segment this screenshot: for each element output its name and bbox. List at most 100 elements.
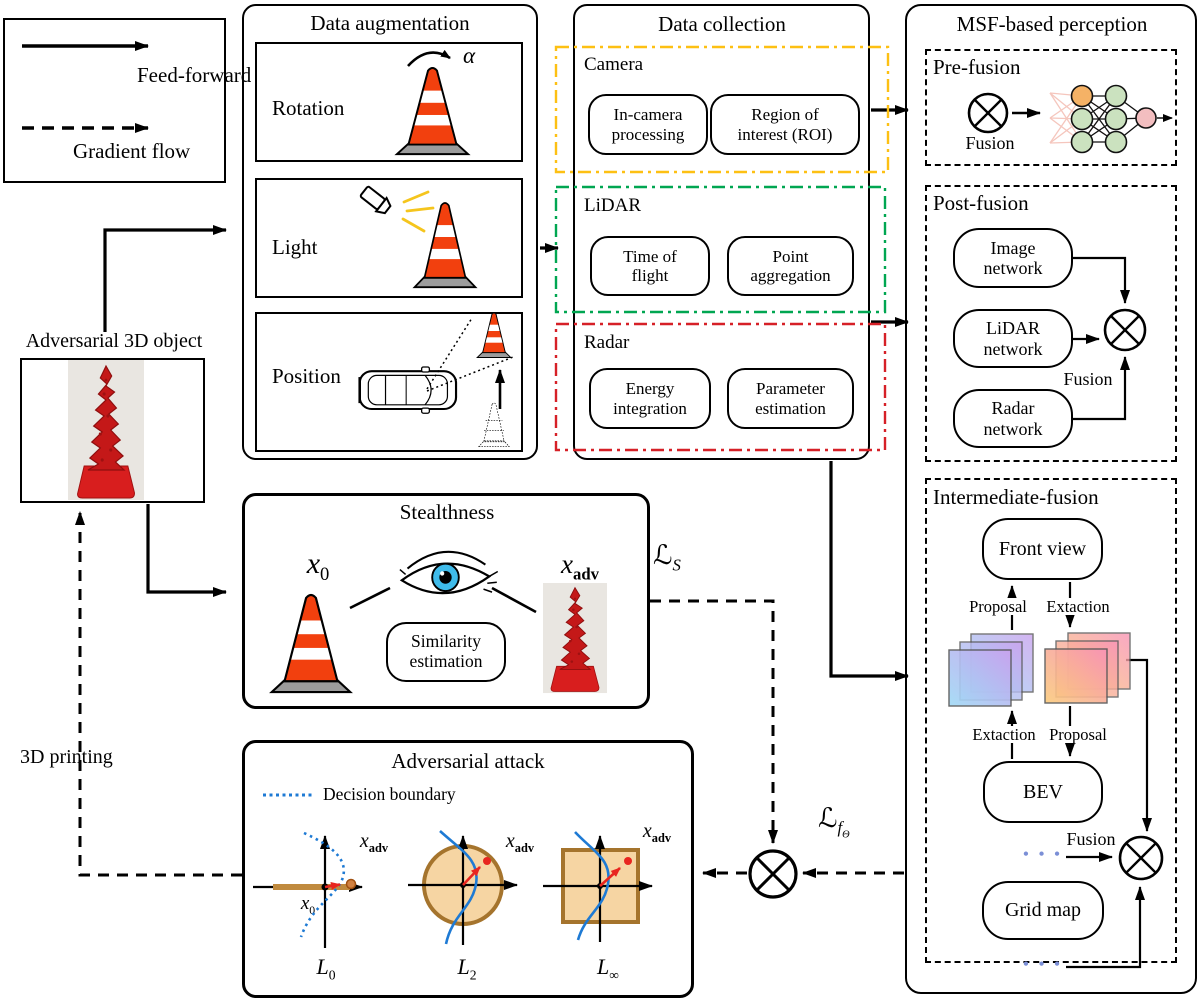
l0-l: L	[316, 954, 329, 979]
ellipsis-dots-1: • • •	[1023, 846, 1063, 863]
intermediate-fusion-box	[925, 478, 1177, 963]
pre-fusion-label: Pre-fusion	[933, 55, 1021, 79]
energy-integration-pill: Energy integration	[589, 368, 711, 429]
in-camera-processing-text: In-camera processing	[611, 105, 685, 144]
legend-feed-forward-label: Feed-forward	[137, 63, 252, 87]
data-augmentation-panel	[242, 4, 538, 460]
data-collection-title: Data collection	[658, 12, 786, 36]
x0-sub: 0	[320, 564, 330, 585]
parameter-estimation-text: Parameter estimation	[755, 379, 826, 418]
l0-sub: 0	[328, 967, 336, 983]
adversarial-object-box	[20, 358, 205, 503]
legend-box	[3, 18, 226, 183]
lidar-label: LiDAR	[584, 195, 641, 216]
x0-label-l0: x0	[301, 894, 315, 917]
radar-label: Radar	[584, 332, 630, 353]
l0-norm-label: L0	[316, 955, 335, 983]
loss-f-script: ℒ	[818, 803, 838, 833]
loss-f-sub: f	[837, 818, 843, 838]
adversarial-attack-panel	[242, 740, 694, 998]
rotation-box	[255, 42, 523, 162]
energy-integration-text: Energy integration	[613, 379, 687, 418]
post-fusion-fusion-label: Fusion	[1063, 369, 1113, 389]
connector-object-to-stealthness	[146, 504, 227, 597]
ellipsis-dots-2: • • •	[1023, 956, 1063, 973]
xadv-x: x	[560, 549, 573, 579]
parameter-estimation-pill: Parameter estimation	[727, 368, 854, 429]
light-label: Light	[272, 235, 318, 259]
loss-fusion-operator-icon	[748, 849, 798, 899]
bev-text: BEV	[1023, 780, 1063, 803]
l2-sub: 2	[469, 967, 477, 983]
xadv-label-l2: xadv	[506, 831, 534, 855]
extaction-label-bottom: Extaction	[970, 725, 1038, 744]
xadv-l2-sub: adv	[514, 841, 535, 855]
decision-boundary-label: Decision boundary	[323, 784, 456, 804]
time-of-flight-text: Time of flight	[623, 246, 677, 285]
x0-l2-sub: 0	[449, 901, 456, 915]
linf-norm-label: L∞	[597, 955, 619, 983]
x0-x: x	[306, 547, 321, 580]
xadv-linf-sub: adv	[651, 831, 672, 845]
grid-map-pill: Grid map	[982, 881, 1104, 940]
radar-network-text: Radar network	[983, 398, 1043, 439]
loss-f-theta: Θ	[842, 829, 850, 841]
image-network-pill: Image network	[953, 228, 1073, 288]
stealthness-panel	[242, 493, 650, 709]
x0-label-stealth: x0	[307, 548, 330, 585]
position-box	[255, 312, 523, 452]
front-view-text: Front view	[998, 537, 1087, 560]
msf-title: MSF-based perception	[956, 12, 1148, 36]
loss-f-sub-group: fΘ	[837, 818, 849, 841]
xadv-label-linf: xadv	[643, 821, 671, 845]
image-network-text: Image network	[983, 237, 1043, 278]
intermediate-fusion-fusion-label: Fusion	[1066, 829, 1116, 849]
l2-norm-label: L2	[457, 955, 476, 983]
xadv-sub: adv	[572, 564, 600, 584]
connector-object-to-augmentation	[103, 225, 227, 332]
adversarial-attack-title: Adversarial attack	[391, 749, 545, 773]
xadv-linf-x: x	[642, 820, 652, 842]
rotation-label: Rotation	[272, 96, 345, 120]
post-fusion-box	[925, 185, 1177, 462]
x0-l0-sub: 0	[309, 903, 316, 917]
xadv-l0-x: x	[359, 830, 369, 852]
intermediate-fusion-label: Intermediate-fusion	[933, 485, 1099, 509]
camera-label: Camera	[584, 54, 644, 75]
region-of-interest-text: Region of interest (ROI)	[737, 105, 833, 144]
lidar-network-text: LiDAR network	[983, 318, 1043, 359]
loss-s-label: ℒS	[653, 541, 681, 574]
similarity-estimation-pill: Similarity estimation	[386, 622, 506, 682]
proposal-label-bottom: Proposal	[1047, 725, 1109, 744]
x0-label-linf: x0	[578, 891, 592, 914]
radar-network-pill: Radar network	[953, 389, 1073, 448]
loss-s-script: ℒ	[653, 540, 673, 570]
x0-linf-sub: 0	[586, 900, 593, 914]
proposal-label-top: Proposal	[967, 597, 1029, 616]
light-box	[255, 178, 523, 298]
in-camera-processing-pill: In-camera processing	[588, 94, 708, 155]
point-aggregation-text: Point aggregation	[750, 246, 831, 285]
front-view-pill: Front view	[982, 518, 1103, 580]
l2-l: L	[457, 954, 470, 979]
data-augmentation-title: Data augmentation	[310, 11, 470, 35]
connector-3d-printing	[75, 511, 242, 877]
loss-s-sub: S	[672, 555, 681, 575]
loss-f-label: ℒfΘ	[818, 804, 850, 842]
alpha-symbol: α	[463, 43, 476, 68]
legend-gradient-flow-label: Gradient flow	[73, 139, 191, 163]
xadv-label-stealth: xadv	[561, 550, 599, 583]
similarity-estimation-text: Similarity estimation	[409, 631, 483, 671]
xadv-l0-sub: adv	[368, 841, 389, 855]
point-aggregation-pill: Point aggregation	[727, 236, 854, 296]
extaction-label-top: Extaction	[1044, 597, 1112, 616]
linf-l: L	[597, 954, 610, 979]
lidar-network-pill: LiDAR network	[953, 309, 1073, 368]
region-of-interest-pill: Region of interest (ROI)	[710, 94, 860, 155]
stealthness-title: Stealthness	[399, 500, 495, 524]
printing-label: 3D printing	[20, 746, 113, 768]
bev-pill: BEV	[983, 761, 1103, 823]
time-of-flight-pill: Time of flight	[590, 236, 710, 296]
adversarial-object-label: Adversarial 3D object	[25, 330, 203, 352]
grid-map-text: Grid map	[1004, 899, 1082, 922]
